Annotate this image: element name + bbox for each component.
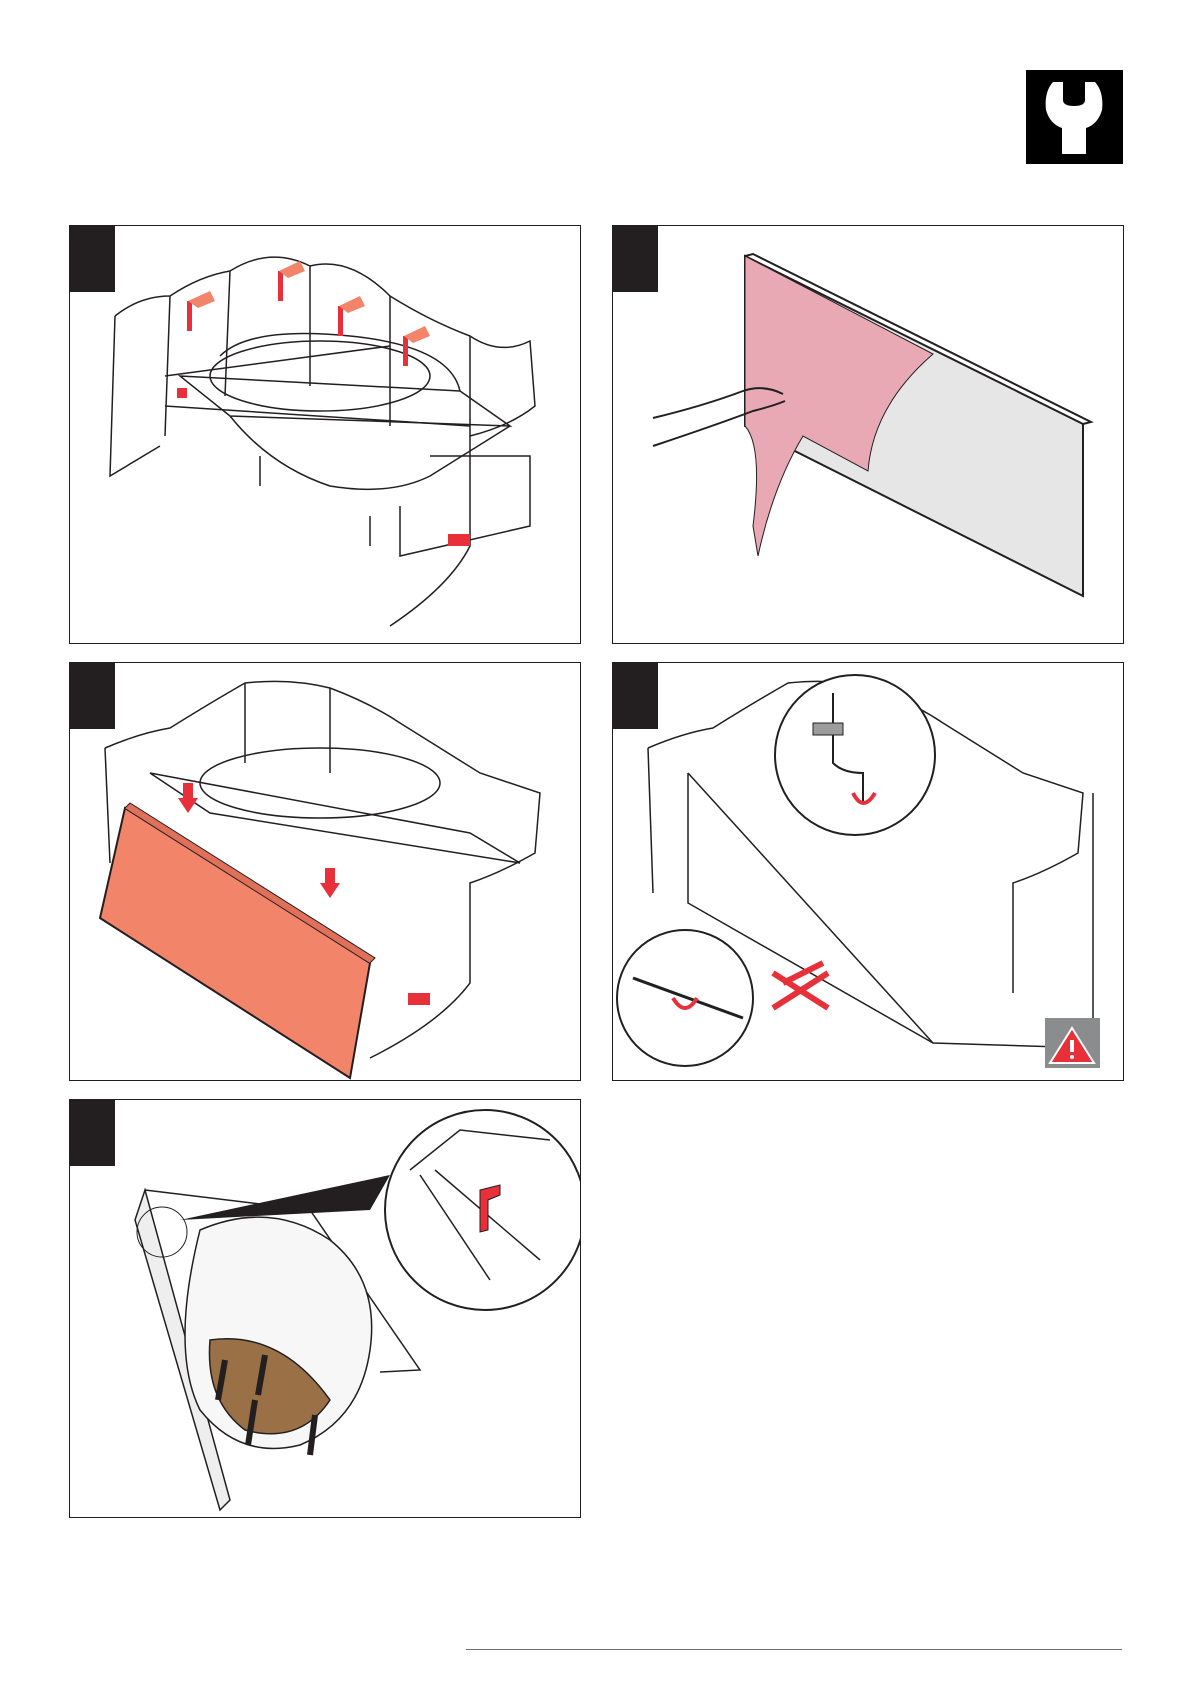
- step-panel-1: [69, 225, 581, 644]
- panel-lift-illustration: [70, 663, 581, 1081]
- step-panel-3: [69, 662, 581, 1081]
- wrench-icon: [1026, 70, 1123, 164]
- step-panel-4: [612, 662, 1124, 1081]
- footer-rule: [466, 1649, 1122, 1650]
- peel-film-illustration: [613, 226, 1124, 644]
- step-panel-5: [69, 1099, 581, 1518]
- step-panel-2: [612, 225, 1124, 644]
- tub-underside-illustration: [70, 1100, 581, 1518]
- wrench-badge: [1026, 70, 1123, 164]
- bathtub-bracket-illustration: [70, 226, 581, 644]
- panel-clip-illustration: [613, 663, 1124, 1081]
